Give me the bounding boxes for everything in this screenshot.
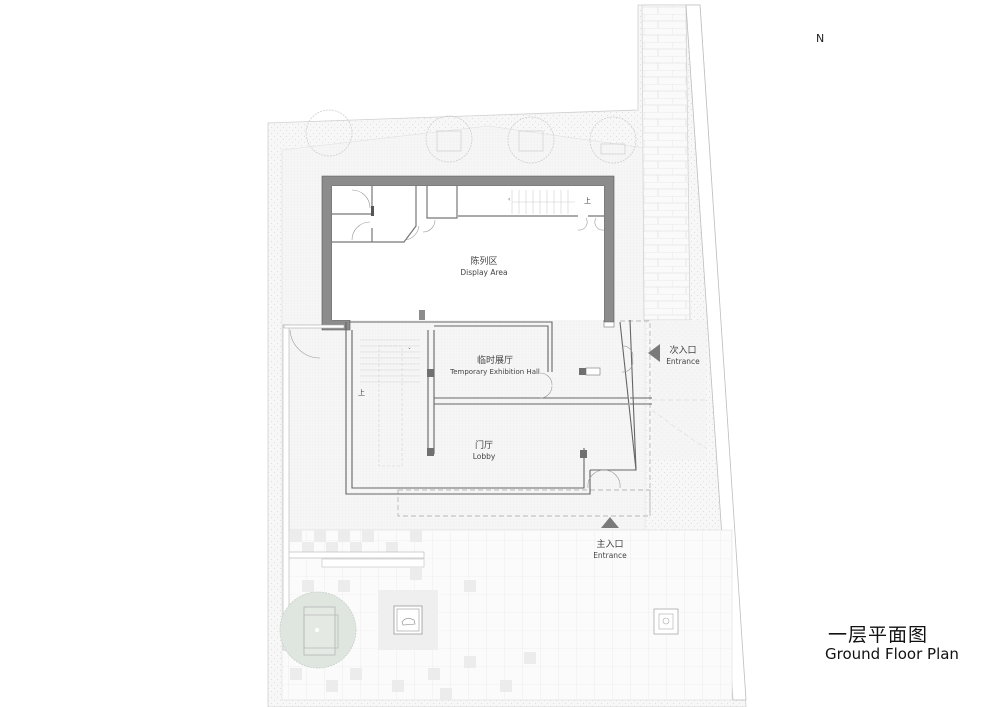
room-label-display-area: 陈列区 Display Area <box>440 257 528 278</box>
main-entrance-arrow-icon <box>601 517 619 528</box>
entrance-name-en: Entrance <box>666 357 700 366</box>
room-name-cn: 临时展厅 <box>476 356 513 366</box>
secondary-entrance-arrow-icon <box>648 344 660 362</box>
entrance-name-cn: 次入口 <box>669 346 697 356</box>
room-name-cn: 门厅 <box>474 441 493 451</box>
entrance-name-cn: 主入口 <box>596 540 624 550</box>
tree-icon <box>507 116 555 164</box>
room-name-en: Display Area <box>460 268 508 277</box>
tree-icon <box>589 116 637 164</box>
building-walls: ‹ <box>321 175 615 331</box>
room-name-en: Lobby <box>472 452 496 461</box>
room-label-lobby: 门厅 Lobby <box>462 441 506 462</box>
room-name-cn: 陈列区 <box>470 257 498 267</box>
room-name-en: Temporary Exhibition Hall <box>450 368 540 376</box>
drawing-title-cn: 一层平面图 <box>828 624 929 646</box>
entrance-name-en: Entrance <box>593 551 627 560</box>
trees <box>305 109 637 164</box>
room-label-temporary-exhibition-hall: 临时展厅 Temporary Exhibition Hall <box>440 356 550 377</box>
stair-up-label: 上 <box>358 389 365 397</box>
small-plinth <box>653 608 679 635</box>
tree-icon <box>305 109 353 157</box>
svg-text:‹: ‹ <box>508 196 510 203</box>
north-indicator: N <box>816 32 825 45</box>
stair-up-label: 上 <box>584 197 591 205</box>
sculpture-plinth <box>378 590 438 650</box>
drawing-title-en: Ground Floor Plan <box>825 645 959 663</box>
main-entrance-label: 主入口 Entrance <box>590 540 630 561</box>
secondary-entrance-label: 次入口 Entrance <box>662 346 704 367</box>
tree-icon <box>425 115 473 163</box>
plaza-tree <box>279 591 357 669</box>
svg-text:ˇ: ˇ <box>408 348 411 355</box>
